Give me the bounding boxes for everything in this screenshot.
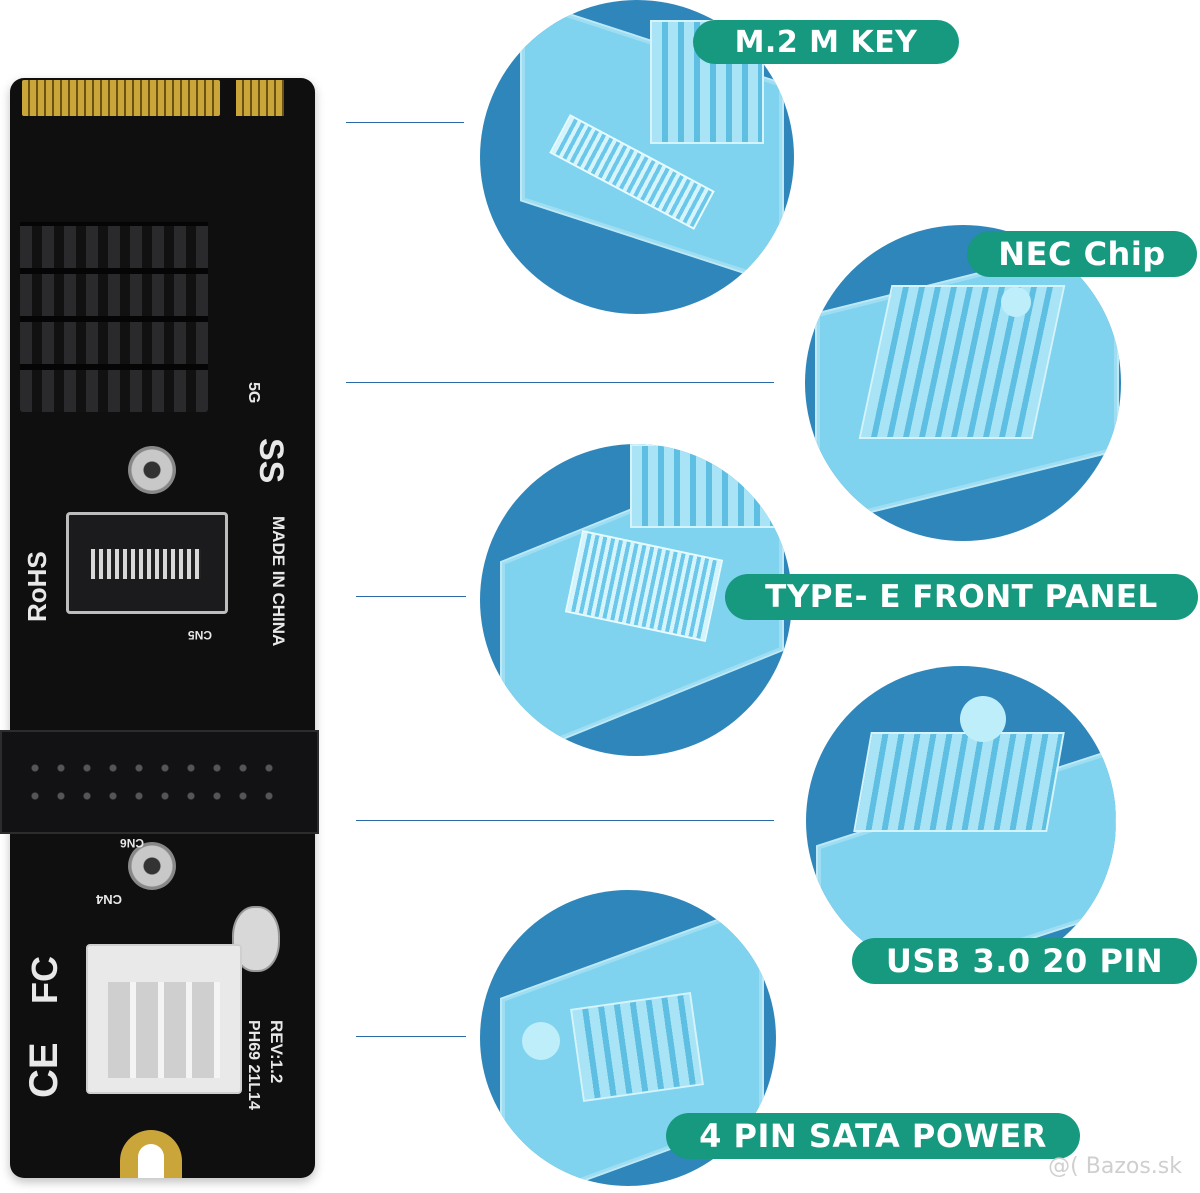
batch-label: PH69 21L14 [245,1020,262,1110]
mounting-screw-top [128,446,176,494]
connector-line-m2 [346,122,464,123]
usb3-20pin-header [0,730,319,834]
m2-gold-contacts-key [236,80,284,116]
ce-mark: CE [22,1042,66,1098]
speed-label: 5G [245,382,262,404]
callout-type-e: TYPE- E FRONT PANEL [725,574,1198,620]
mounting-screw-bottom [128,842,176,890]
callout-nec-chip: NEC Chip [967,231,1197,277]
m2-key-closeup [480,0,794,314]
sata-power-connector [86,944,242,1094]
cn5-label: CN5 [188,628,213,642]
type-e-connector [66,512,228,614]
usb3-header-closeup [806,666,1116,976]
sata-connector-closeup [570,991,704,1103]
type-e-header-closeup [630,444,784,528]
connector-line-sata [356,1036,466,1037]
connector-line-usb3 [356,820,774,821]
made-in-label: MADE IN CHINA [269,516,288,647]
sata-capacitor-closeup [522,1022,560,1060]
cn4-label: CN4 [96,892,123,907]
watermark: @( Bazos.sk [1048,1154,1182,1179]
usb3-pin-header-closeup [853,732,1065,832]
rev-label: REV:1.2 [267,1020,286,1084]
fcc-mark: FC [24,956,65,1004]
callout-4pin-sata-power: 4 PIN SATA POWER [666,1113,1080,1159]
callout-usb3-20pin: USB 3.0 20 PIN [852,938,1197,984]
cn6-label: CN6 [120,836,145,850]
callout-m2-m-key: M.2 M KEY [693,20,959,64]
nec-chip-heatsink [20,222,208,412]
nec-heatsink-closeup [858,285,1066,439]
usb3-capacitor-closeup [960,696,1006,742]
m2-gold-contacts [22,80,220,116]
nec-chip-closeup [805,225,1121,541]
m2-mounting-notch [120,1130,182,1178]
nec-component-dot [1001,287,1031,317]
ss-logo: SS [252,438,290,484]
rohs-mark: RoHS [22,551,52,622]
connector-line-nec [346,382,774,383]
connector-line-type-e [356,596,466,597]
